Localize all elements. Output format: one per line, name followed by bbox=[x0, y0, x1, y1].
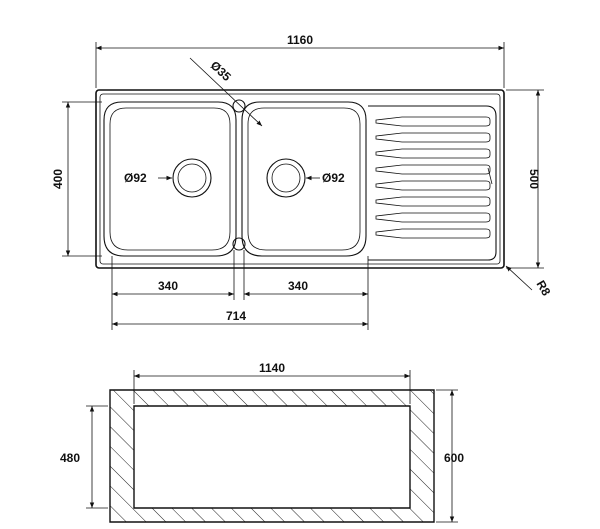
drain-groove bbox=[375, 116, 491, 127]
left-drain-inner bbox=[177, 163, 207, 193]
drain-groove bbox=[375, 164, 491, 175]
cutout-inner-height-label: 480 bbox=[60, 451, 80, 465]
bowls-total-label: 714 bbox=[226, 309, 246, 323]
sink-top-view: 1160 500 400 Ø35 Ø92 Ø92 bbox=[51, 33, 554, 330]
right-drain-label: Ø92 bbox=[322, 171, 345, 185]
dim-overall-depth: 500 bbox=[506, 89, 544, 269]
cutout-hatched-frame bbox=[109, 389, 435, 523]
dim-bowl-widths: 340 340 bbox=[111, 250, 369, 330]
tap-hole-label: Ø35 bbox=[208, 58, 234, 84]
cutout-view: 1140 480 600 bbox=[60, 361, 464, 523]
dim-left-drain: Ø92 bbox=[124, 171, 172, 185]
left-drain-outer bbox=[172, 158, 212, 198]
drain-groove bbox=[375, 132, 491, 143]
right-bowl bbox=[241, 101, 367, 257]
drain-groove bbox=[375, 196, 491, 207]
drainboard bbox=[368, 105, 497, 261]
overall-depth-label: 500 bbox=[527, 169, 541, 189]
dim-bowl-depth: 400 bbox=[51, 101, 102, 257]
left-bowl-width-label: 340 bbox=[158, 279, 178, 293]
dim-tap-hole: Ø35 bbox=[189, 57, 263, 127]
right-bowl-width-label: 340 bbox=[288, 279, 308, 293]
dim-cutout-width: 1140 bbox=[133, 361, 411, 404]
drain-groove bbox=[375, 148, 491, 159]
left-drain-label: Ø92 bbox=[124, 171, 147, 185]
right-drain-outer bbox=[266, 158, 306, 198]
dim-right-drain: Ø92 bbox=[306, 171, 345, 185]
drain-groove bbox=[375, 180, 491, 191]
sink-inner-rim bbox=[99, 93, 501, 265]
right-drain-inner bbox=[271, 163, 301, 193]
dim-cutout-outer-height: 600 bbox=[436, 389, 464, 523]
corner-radius-label: R8 bbox=[534, 278, 554, 299]
dim-corner-radius: R8 bbox=[505, 265, 554, 299]
tap-hole bbox=[232, 99, 246, 113]
drain-groove bbox=[375, 212, 491, 223]
cutout-outer-height-label: 600 bbox=[444, 451, 464, 465]
overflow-hole bbox=[232, 237, 246, 251]
drain-groove bbox=[375, 228, 491, 239]
cutout-width-label: 1140 bbox=[259, 361, 285, 375]
bowl-depth-label: 400 bbox=[51, 169, 65, 189]
dim-bowls-total: 714 bbox=[112, 309, 368, 327]
dim-overall-width: 1160 bbox=[95, 33, 505, 88]
sink-outer-rim bbox=[95, 89, 505, 269]
overall-width-label: 1160 bbox=[287, 33, 313, 47]
dim-cutout-inner-height: 480 bbox=[60, 405, 108, 509]
